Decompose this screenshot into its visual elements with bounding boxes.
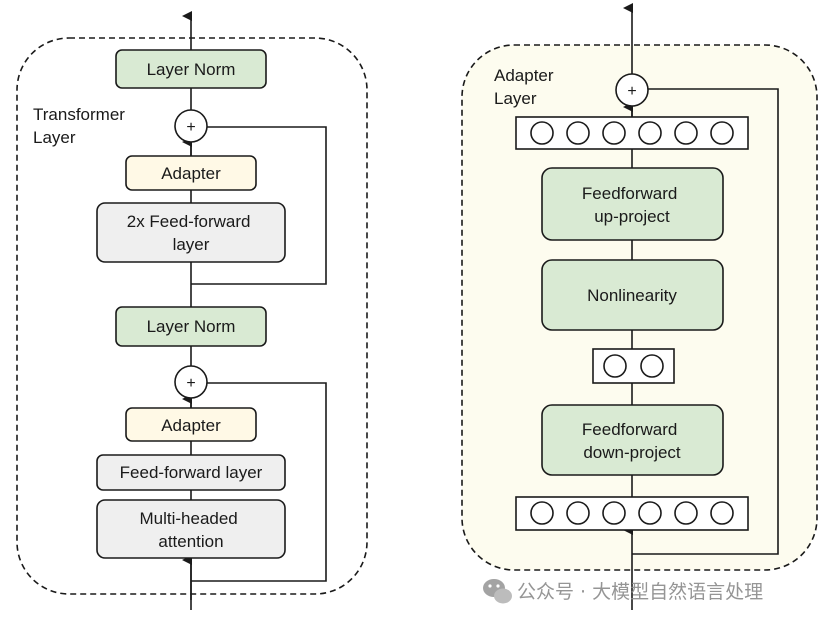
layer-norm-mid-box [115,306,267,347]
input-unit [530,501,554,525]
transformer-layer-label: Transformer Layer [33,105,130,147]
input-unit [638,501,662,525]
adapter-layer-label: Adapter Layer [494,66,558,108]
ffn-label: Feed-forward layer [120,463,263,482]
input-unit [602,501,626,525]
output-unit [566,121,590,145]
bottleneck-unit [603,354,627,378]
watermark: 公众号 · 大模型自然语言处理 [483,579,763,604]
down-project-box [541,404,724,476]
output-unit [530,121,554,145]
adapter-plus-label: + [627,83,636,100]
input-unit [710,501,734,525]
adapter-top-label: Adapter [161,164,221,183]
layer-norm-mid-label: Layer Norm [147,317,236,336]
input-unit [674,501,698,525]
adapter-top-box [125,155,257,191]
nonlinearity-box [541,259,724,331]
plus-top-label: + [186,119,195,136]
adapter-skip-connection [632,88,779,555]
ffn-box [96,454,286,491]
output-unit [638,121,662,145]
adapter-bottom-box [125,407,257,442]
skip-connection-upper [191,126,327,285]
input-unit [566,501,590,525]
adapter-plus-circle [615,73,649,107]
output-unit [602,121,626,145]
layer-norm-top-box [115,49,267,89]
output-vector-units [530,121,734,145]
plus-circle-bottom [174,365,208,399]
ffn-2x-label: 2x Feed-forward layer [127,212,256,254]
bottleneck-vector-units [603,354,664,378]
wechat-icon [483,579,512,604]
plus-circle-top [174,109,208,143]
output-unit [710,121,734,145]
ffn-2x-box [96,202,286,263]
adapter-bottom-label: Adapter [161,416,221,435]
plus-bottom-label: + [186,375,195,392]
input-vector-units [530,501,734,525]
attention-label: Multi-headed attention [139,509,242,551]
output-vector [515,116,749,150]
skip-connection-lower [191,382,327,582]
watermark-text: 公众号 · 大模型自然语言处理 [517,581,763,603]
up-project-label: Feedforward up-project [582,184,682,226]
down-project-label: Feedforward down-project [582,420,682,462]
attention-box [96,499,286,559]
nonlinearity-label: Nonlinearity [587,286,677,305]
transformer-layer-boundary [16,37,368,595]
layer-norm-top-label: Layer Norm [147,60,236,79]
up-project-box [541,167,724,241]
input-vector [515,496,749,531]
output-unit [674,121,698,145]
bottleneck-unit [640,354,664,378]
